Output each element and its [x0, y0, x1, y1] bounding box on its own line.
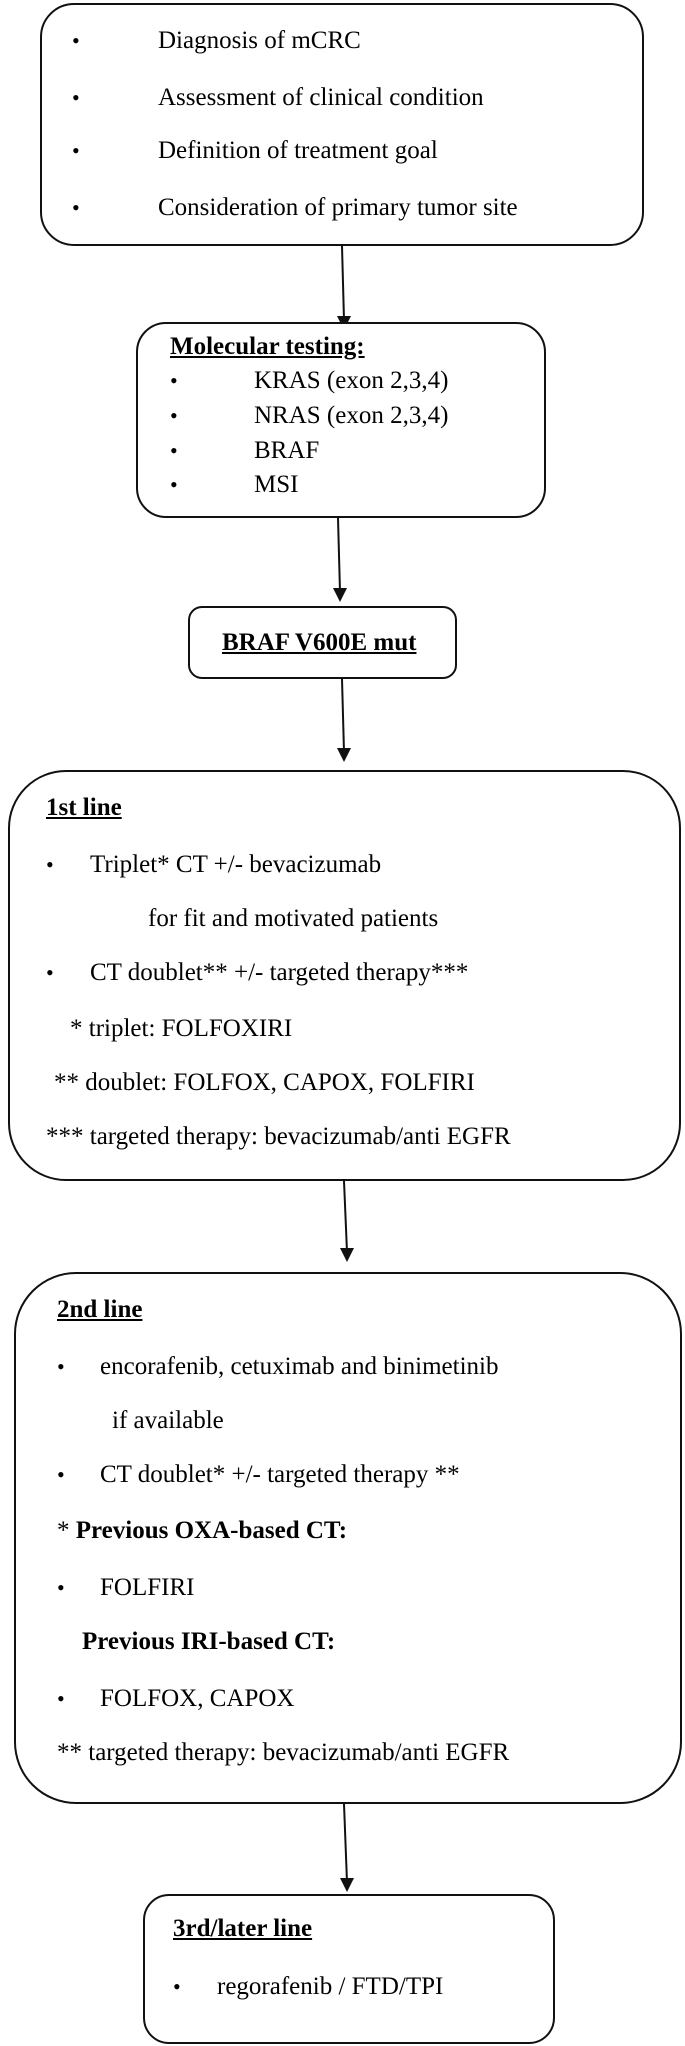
- box5-title: 2nd line: [57, 1296, 143, 1323]
- bullet: •: [170, 438, 178, 463]
- box4-note-triplet: * triplet: FOLFOXIRI: [70, 1015, 293, 1042]
- box-molecular-testing: Molecular testing: • KRAS (exon 2,3,4) •…: [136, 322, 546, 518]
- bullet: •: [170, 368, 178, 393]
- box5-item-1: encorafenib, cetuximab and binimetinib: [100, 1353, 499, 1380]
- box4-note-targeted: *** targeted therapy: bevacizumab/anti E…: [46, 1123, 511, 1150]
- box-initial-assessment: • Diagnosis of mCRC • Assessment of clin…: [40, 3, 644, 246]
- box5-item-3: FOLFIRI: [100, 1574, 195, 1601]
- arrow-2: [337, 517, 341, 593]
- box6-item-1: regorafenib / FTD/TPI: [217, 1973, 444, 2000]
- box1-item-3: Definition of treatment goal: [158, 137, 438, 164]
- box5-item-1-cont: if available: [112, 1407, 224, 1434]
- bullet: •: [57, 1354, 65, 1379]
- box2-item-4: MSI: [254, 471, 299, 498]
- bullet: •: [173, 1974, 181, 1999]
- bullet: •: [170, 403, 178, 428]
- box4-item-1-cont: for fit and motivated patients: [148, 905, 439, 932]
- box2-item-3: BRAF: [254, 437, 320, 464]
- box5-note-targeted: ** targeted therapy: bevacizumab/anti EG…: [57, 1739, 510, 1766]
- box5-prev-oxa-heading: * Previous OXA-based CT:: [57, 1517, 348, 1544]
- box1-item-2: Assessment of clinical condition: [158, 84, 484, 111]
- bullet: •: [72, 85, 80, 110]
- bullet: •: [57, 1462, 65, 1487]
- box-braf-mut: BRAF V600E mut: [188, 606, 457, 679]
- box5-prev-iri-heading: Previous IRI-based CT:: [82, 1628, 336, 1655]
- bullet: •: [57, 1686, 65, 1711]
- box1-item-1: Diagnosis of mCRC: [158, 27, 361, 54]
- bullet: •: [72, 28, 80, 53]
- box4-title: 1st line: [46, 794, 122, 821]
- box-first-line: 1st line • Triplet* CT +/- bevacizumab f…: [8, 770, 681, 1181]
- box4-note-doublet: ** doublet: FOLFOX, CAPOX, FOLFIRI: [54, 1069, 475, 1096]
- box5-item-4: FOLFOX, CAPOX: [100, 1685, 295, 1712]
- box3-title: BRAF V600E mut: [222, 629, 417, 656]
- box4-item-1: Triplet* CT +/- bevacizumab: [90, 851, 382, 878]
- arrow-1: [341, 245, 345, 321]
- box6-title: 3rd/later line: [173, 1915, 313, 1942]
- bullet: •: [72, 138, 80, 163]
- box-second-line: 2nd line • encorafenib, cetuximab and bi…: [14, 1272, 682, 1804]
- bullet: •: [57, 1575, 65, 1600]
- box-third-line: 3rd/later line • regorafenib / FTD/TPI: [143, 1894, 555, 2044]
- box2-item-2: NRAS (exon 2,3,4): [254, 402, 449, 429]
- arrow-3: [341, 678, 345, 753]
- box4-item-2: CT doublet** +/- targeted therapy***: [90, 959, 469, 986]
- bullet: •: [72, 195, 80, 220]
- box2-title: Molecular testing:: [170, 333, 365, 360]
- arrow-4: [343, 1180, 348, 1253]
- box1-item-4: Consideration of primary tumor site: [158, 194, 518, 221]
- bullet: •: [170, 472, 178, 497]
- arrow-5: [343, 1803, 348, 1883]
- bullet: •: [46, 960, 54, 985]
- box2-item-1: KRAS (exon 2,3,4): [254, 367, 449, 394]
- box5-item-2: CT doublet* +/- targeted therapy **: [100, 1461, 460, 1488]
- bullet: •: [46, 852, 54, 877]
